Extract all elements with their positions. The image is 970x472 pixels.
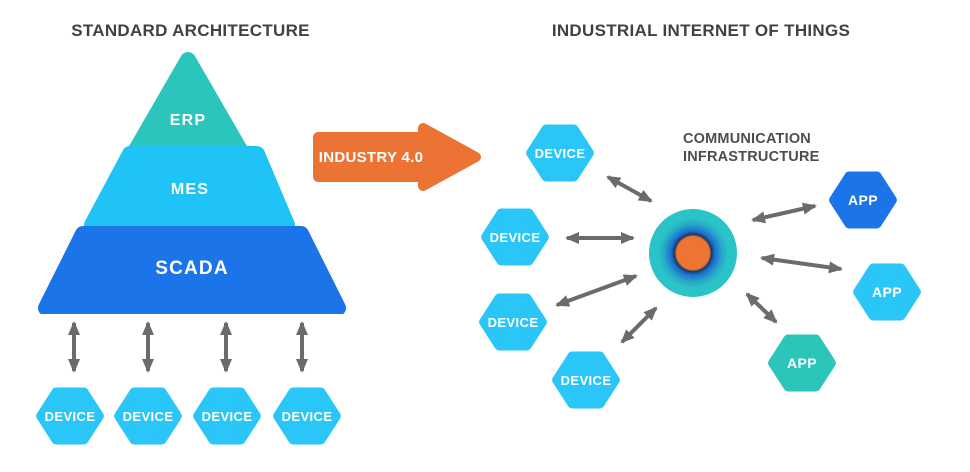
connector-hub-app-2 bbox=[760, 253, 843, 274]
device-label: DEVICE bbox=[122, 408, 174, 424]
mes-layer-shape bbox=[84, 146, 295, 233]
device-node: DEVICE bbox=[524, 121, 596, 185]
mes-label: MES bbox=[170, 181, 210, 198]
app-label: APP bbox=[787, 355, 817, 371]
left-section-title: STANDARD ARCHITECTURE bbox=[71, 21, 310, 40]
app-label: APP bbox=[872, 284, 902, 300]
device-label: DEVICE bbox=[201, 408, 253, 424]
device-node: DEVICE bbox=[477, 290, 549, 354]
connector-hub-app-3 bbox=[745, 292, 778, 324]
connector-hub-app-1 bbox=[751, 202, 817, 224]
app-node: APP bbox=[827, 168, 899, 232]
scada-label: SCADA bbox=[155, 258, 229, 279]
industry40-arrow bbox=[313, 123, 481, 191]
app-node: APP bbox=[766, 331, 838, 395]
app-label: APP bbox=[848, 192, 878, 208]
communication-hub bbox=[649, 209, 737, 297]
device-node: DEVICE bbox=[550, 348, 622, 412]
device-node: DEVICE bbox=[34, 384, 106, 448]
scada-layer-shape bbox=[38, 226, 346, 314]
architecture-pyramid bbox=[38, 52, 346, 314]
hub-caption: COMMUNICATION INFRASTRUCTURE bbox=[683, 131, 820, 166]
app-node: APP bbox=[851, 260, 923, 324]
device-label: DEVICE bbox=[534, 145, 586, 161]
device-node: DEVICE bbox=[271, 384, 343, 448]
right-section-title: INDUSTRIAL INTERNET OF THINGS bbox=[551, 21, 851, 40]
device-node: DEVICE bbox=[479, 205, 551, 269]
hub-caption-line2: INFRASTRUCTURE bbox=[683, 148, 820, 165]
erp-label: ERP bbox=[169, 112, 207, 129]
device-label: DEVICE bbox=[489, 229, 541, 245]
device-label: DEVICE bbox=[44, 408, 96, 424]
industry40-arrow-label: INDUSTRY 4.0 bbox=[318, 148, 424, 166]
hub-caption-line1: COMMUNICATION bbox=[683, 131, 811, 147]
device-label: DEVICE bbox=[560, 372, 612, 388]
device-node: DEVICE bbox=[112, 384, 184, 448]
connector-hub-device-4 bbox=[620, 306, 658, 344]
device-node: DEVICE bbox=[191, 384, 263, 448]
connector-hub-device-3 bbox=[555, 274, 638, 307]
industry40-arrow-shape bbox=[313, 123, 481, 191]
device-label: DEVICE bbox=[487, 314, 539, 330]
device-label: DEVICE bbox=[281, 408, 333, 424]
connector-hub-device-1 bbox=[606, 175, 653, 203]
